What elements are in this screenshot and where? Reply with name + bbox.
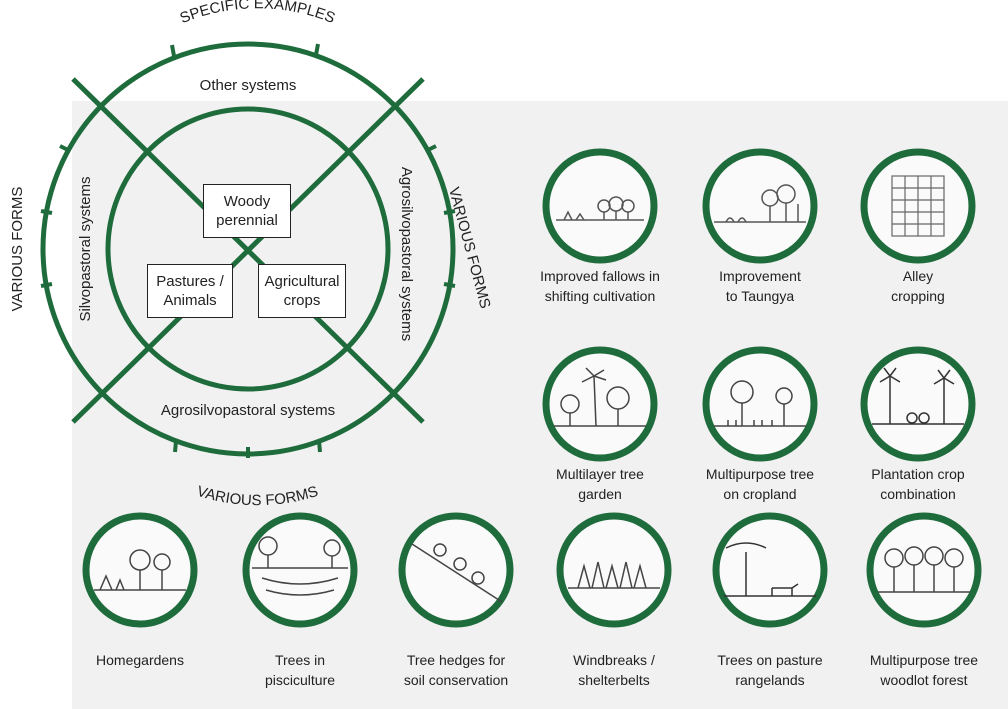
silvopastoral-label: Silvopastoral systems [77,176,94,321]
diagonal-line [71,77,425,424]
agrosilvopastoral-right-label: Agrosilvopastoral systems [398,167,415,341]
specific-examples-label: SPECIFIC EXAMPLES [178,0,338,27]
cropland-icon [702,346,818,462]
homegarden-icon [82,512,198,628]
inner-ring [105,106,391,392]
agrosilvopastoral-bottom-label: Agrosilvopastoral systems [161,402,335,419]
taungya-icon [702,148,818,264]
various-forms-left-label: VARIOUS FORMS [9,187,26,312]
hedge-icon [398,512,514,628]
other-systems-label: Other systems [200,77,297,94]
pastures-animals-box: Pastures /Animals [147,264,233,318]
ring-structure [40,41,456,457]
fallow-icon [542,148,658,264]
pisciculture-icon [242,512,358,628]
caption-windbreaks: Windbreaks /shelterbelts [573,652,655,688]
plantation-icon [860,346,976,462]
alley-icon [860,148,976,264]
various-forms-bottom-label: VARIOUS FORMS [195,483,320,509]
windbreak-icon [556,512,672,628]
tick-marks [40,43,456,458]
multilayer-icon [542,346,658,462]
pasture-icon [712,512,828,628]
caption-homegardens: Homegardens [96,652,184,668]
woodlot-icon [866,512,982,628]
